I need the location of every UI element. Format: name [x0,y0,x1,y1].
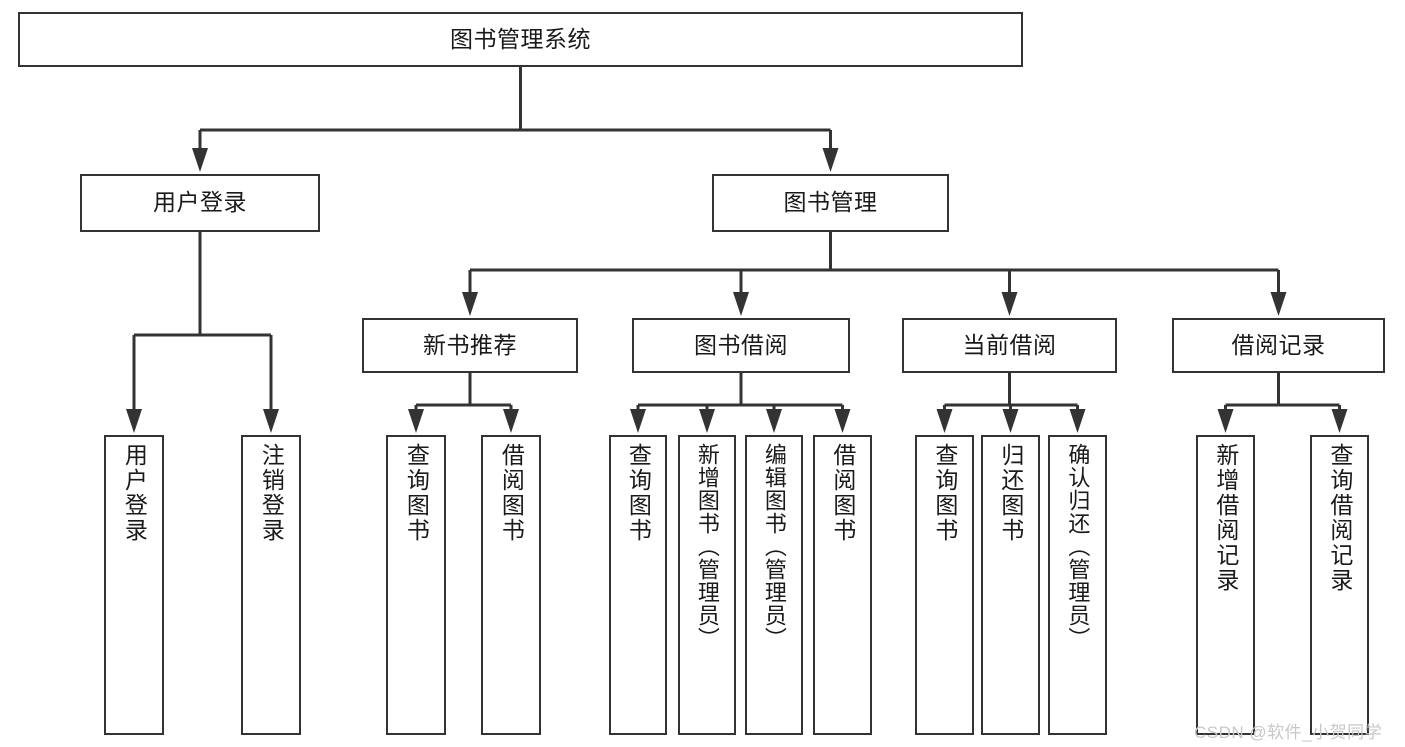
node-leaf-add-record[interactable]: 新增借阅记录 [1196,435,1255,735]
node-label: 新书推荐 [423,331,517,358]
node-new-book-rec[interactable]: 新书推荐 [362,318,578,373]
node-label: 新增借阅记录 [1212,443,1239,593]
node-label: 借阅记录 [1231,331,1326,358]
node-leaf-borrow-book-a[interactable]: 借阅图书 [481,435,541,735]
node-leaf-query-book-b[interactable]: 查询图书 [609,435,667,735]
node-leaf-borrow-book-b[interactable]: 借阅图书 [813,435,872,735]
node-label: 查询图书 [625,443,652,543]
node-book-manage[interactable]: 图书管理 [712,174,949,232]
node-borrow-record[interactable]: 借阅记录 [1172,318,1385,373]
node-label: 查询图书 [403,443,430,543]
node-leaf-add-book[interactable]: 新增图书（管理员） [678,435,736,735]
node-label: 查询借阅记录 [1326,443,1353,593]
node-label: 注销登录 [258,443,285,543]
node-leaf-return-book[interactable]: 归还图书 [981,435,1040,735]
node-leaf-edit-book[interactable]: 编辑图书（管理员） [745,435,803,735]
node-label: 新增图书（管理员） [694,443,720,650]
node-label: 用户登录 [121,443,148,543]
node-label: 编辑图书（管理员） [761,443,787,650]
node-label: 借阅图书 [498,443,525,543]
node-label: 图书管理 [783,189,878,216]
node-label: 当前借阅 [962,331,1057,358]
csdn-watermark: CSDN @软件_小贺同学 [1194,723,1383,742]
node-leaf-user-login[interactable]: 用户登录 [104,435,164,735]
node-leaf-confirm-return[interactable]: 确认归还（管理员） [1048,435,1107,735]
node-label: 归还图书 [997,443,1024,543]
node-label: 查询图书 [931,443,958,543]
node-current-borrow[interactable]: 当前借阅 [902,318,1117,373]
node-leaf-query-book-a[interactable]: 查询图书 [386,435,446,735]
node-label: 图书借阅 [694,331,788,358]
node-book-borrow[interactable]: 图书借阅 [632,318,850,373]
node-root[interactable]: 图书管理系统 [18,12,1023,67]
node-label: 用户登录 [153,189,247,216]
node-label: 确认归还（管理员） [1065,443,1091,650]
node-label: 借阅图书 [829,443,856,543]
node-leaf-logout[interactable]: 注销登录 [241,435,301,735]
node-leaf-query-record[interactable]: 查询借阅记录 [1310,435,1369,735]
node-leaf-query-book-c[interactable]: 查询图书 [915,435,974,735]
node-user-login[interactable]: 用户登录 [80,174,320,232]
node-label: 图书管理系统 [450,25,591,52]
